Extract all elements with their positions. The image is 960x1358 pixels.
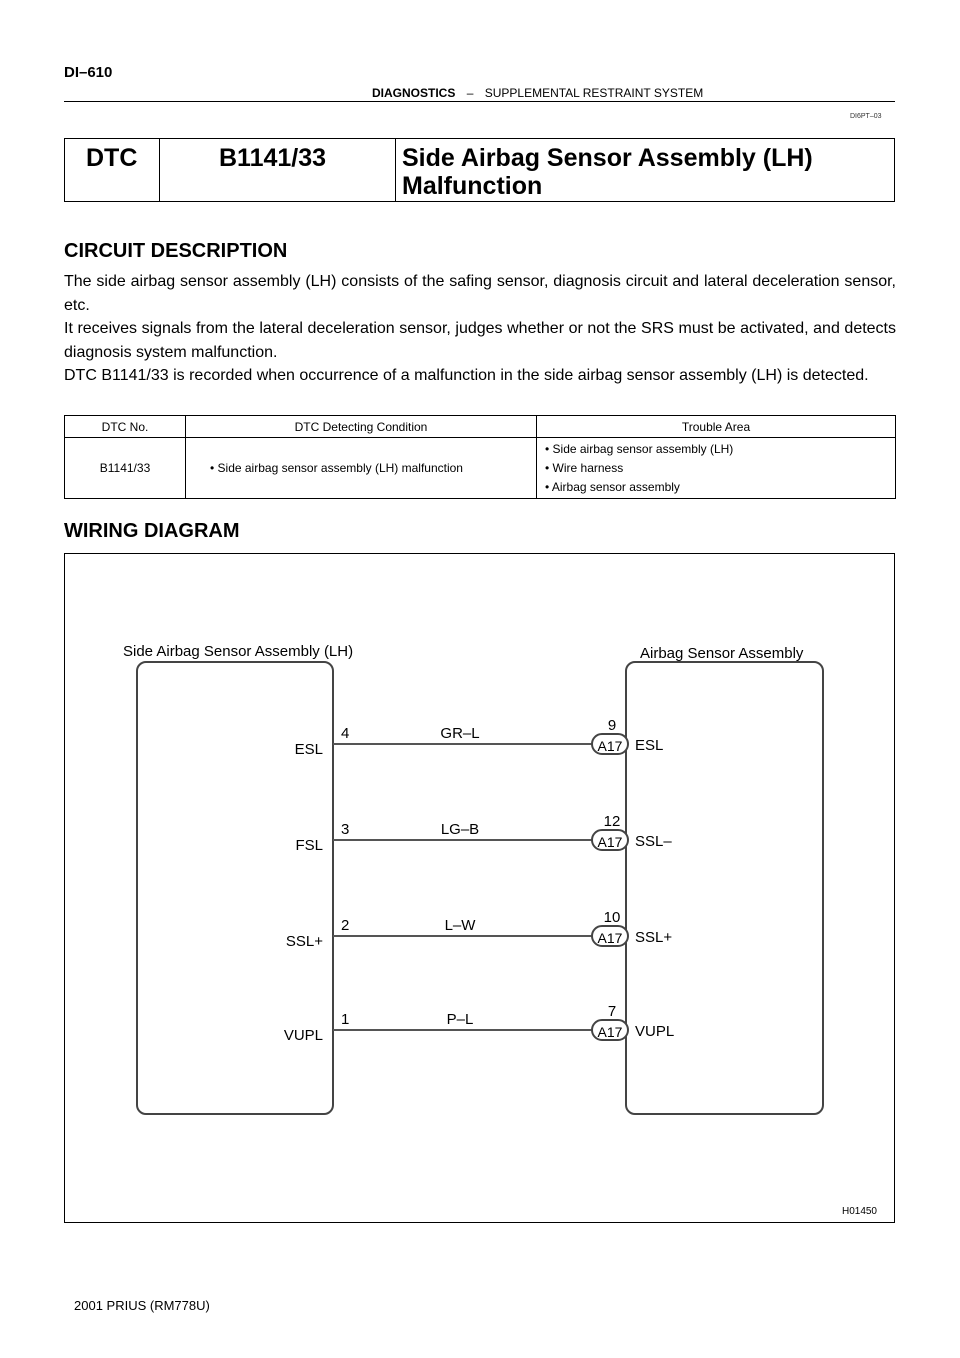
title-text: Side Airbag Sensor Assembly (LH) Malfunc…	[402, 144, 813, 200]
figure-id: H01450	[842, 1206, 877, 1217]
connector-icon	[591, 1019, 629, 1041]
side-airbag-sensor-box	[136, 661, 334, 1115]
connector-label: A17	[598, 738, 623, 754]
wiring-diagram-heading: WIRING DIAGRAM	[64, 520, 240, 542]
connector-icon	[591, 733, 629, 755]
header-separator: –	[466, 86, 474, 100]
dtc-title-box: DTC B1141/33 Side Airbag Sensor Assembly…	[64, 138, 895, 202]
left-pin-number: 1	[341, 1011, 349, 1028]
wiring-diagram-svg: Side Airbag Sensor Assembly (LH) Airbag …	[123, 643, 877, 1217]
trouble-area-item: • Airbag sensor assembly	[545, 479, 680, 494]
left-pin-number: 3	[341, 821, 349, 838]
right-terminal-label: ESL	[635, 737, 663, 754]
header-subsection: SUPPLEMENTAL RESTRAINT SYSTEM	[484, 86, 704, 100]
right-terminal-label: SSL–	[635, 833, 672, 850]
left-pin-number: 4	[341, 725, 349, 742]
title-code: B1141/33	[219, 144, 327, 172]
page-code: DI–610	[64, 64, 113, 81]
cell-detecting-condition: • Side airbag sensor assembly (LH) malfu…	[185, 437, 537, 499]
wire-color-code: GR–L	[440, 725, 479, 742]
trouble-area-item: • Wire harness	[545, 460, 624, 475]
footer: 2001 PRIUS (RM778U)	[74, 1298, 210, 1313]
right-terminal-label: VUPL	[635, 1023, 674, 1040]
wiring-diagram: Side Airbag Sensor Assembly (LH) Airbag …	[64, 553, 895, 1223]
left-terminal-label: VUPL	[284, 1027, 323, 1044]
connector-label: A17	[598, 930, 623, 946]
right-component-label: Airbag Sensor Assembly	[640, 645, 804, 662]
left-pin-number: 2	[341, 917, 349, 934]
connector-icon	[591, 829, 629, 851]
header-rule	[64, 101, 895, 102]
cell-trouble-area: • Side airbag sensor assembly (LH) • Wir…	[536, 437, 896, 499]
right-pin-number: 9	[608, 717, 616, 734]
right-pin-number: 12	[604, 813, 621, 830]
dtc-table-header-row: DTC No. DTC Detecting Condition Trouble …	[64, 415, 896, 438]
table-row: B1141/33 • Side airbag sensor assembly (…	[64, 437, 896, 499]
dtc-table: DTC No. DTC Detecting Condition Trouble …	[64, 415, 896, 499]
circuit-description-heading: CIRCUIT DESCRIPTION	[64, 240, 288, 262]
header-detecting-condition: DTC Detecting Condition	[185, 415, 537, 438]
left-terminal-label: SSL+	[286, 933, 323, 950]
trouble-area-item: • Side airbag sensor assembly (LH)	[545, 441, 734, 456]
title-text-line2: Malfunction	[402, 172, 543, 200]
wire-color-code: LG–B	[441, 821, 479, 838]
title-text-line1: Side Airbag Sensor Assembly (LH)	[402, 144, 813, 172]
description-paragraph-1: The side airbag sensor assembly (LH) con…	[64, 273, 896, 314]
header-dtc-no: DTC No.	[64, 415, 186, 438]
circuit-description-body: The side airbag sensor assembly (LH) con…	[64, 270, 896, 388]
description-paragraph-2: It receives signals from the lateral dec…	[64, 320, 896, 361]
title-label-cell: DTC	[65, 139, 160, 201]
header-trouble-area: Trouble Area	[536, 415, 896, 438]
left-terminal-label: ESL	[295, 741, 323, 758]
title-code-cell: B1141/33	[160, 139, 396, 201]
wire-color-code: P–L	[447, 1011, 474, 1028]
title-label: DTC	[86, 144, 138, 172]
right-pin-number: 7	[608, 1003, 616, 1020]
connector-label: A17	[598, 834, 623, 850]
right-terminal-label: SSL+	[635, 929, 672, 946]
left-terminal-label: FSL	[295, 837, 323, 854]
connector-icon	[591, 925, 629, 947]
running-header: DIAGNOSTICS – SUPPLEMENTAL RESTRAINT SYS…	[372, 86, 703, 100]
doc-id: DI6PT–03	[850, 113, 882, 120]
description-paragraph-3: DTC B1141/33 is recorded when occurrence…	[64, 367, 869, 384]
cell-dtc-no: B1141/33	[64, 437, 186, 499]
connector-label: A17	[598, 1024, 623, 1040]
left-component-label: Side Airbag Sensor Assembly (LH)	[123, 643, 353, 660]
right-pin-number: 10	[604, 909, 621, 926]
header-section: DIAGNOSTICS	[372, 86, 456, 100]
wire-color-code: L–W	[445, 917, 477, 934]
airbag-sensor-box	[625, 661, 824, 1115]
